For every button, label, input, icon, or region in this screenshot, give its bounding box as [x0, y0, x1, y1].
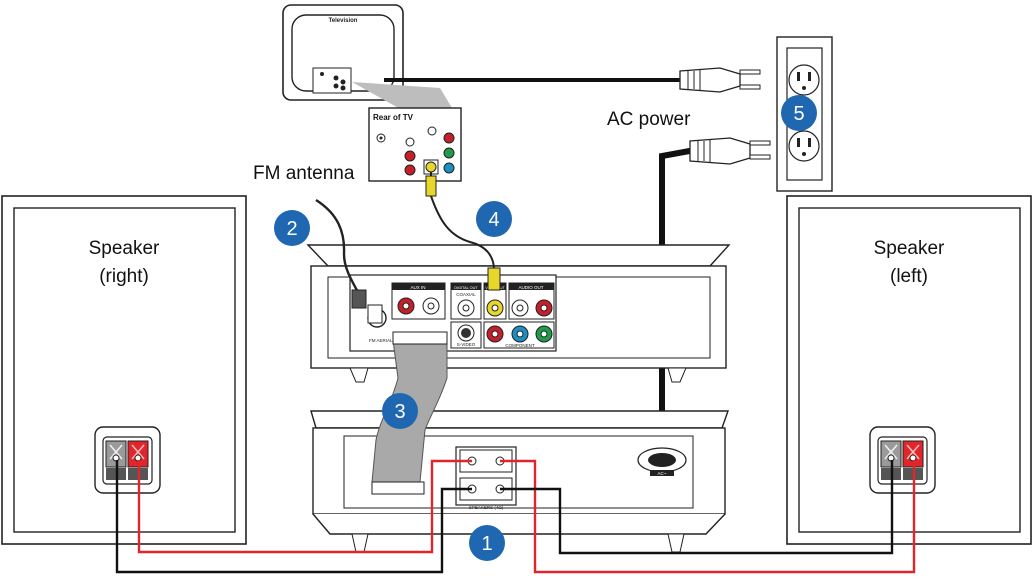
rear-of-tv-label: Rear of TV — [373, 113, 414, 122]
speaker-right-terminal — [94, 426, 161, 494]
video-cable — [425, 172, 501, 291]
tv-power-cord — [384, 67, 761, 93]
step-number-4: 4 — [488, 209, 499, 231]
step-badge-2: 2 — [274, 210, 310, 246]
dvd-unit: FM AERIAL AUX IN DIGITAL OUT COAXIAL VID… — [306, 244, 731, 383]
speaker-right: Speaker (right) — [1, 195, 247, 545]
step-number-5: 5 — [793, 103, 804, 125]
television-label: Television — [329, 18, 358, 24]
speaker-left-terminal — [869, 426, 936, 494]
fm-aerial-label: FM AERIAL — [369, 338, 393, 343]
step-badge-4: 4 — [476, 201, 512, 237]
step-number-2: 2 — [286, 218, 297, 240]
fm-antenna-label: FM antenna — [253, 163, 355, 184]
s-video-label: S-VIDEO — [457, 342, 476, 347]
aux-in-label: AUX IN — [410, 285, 425, 290]
step-badge-1: 1 — [469, 525, 505, 561]
step-badge-3: 3 — [382, 393, 418, 429]
speaker-left-label-line2: (left) — [890, 266, 928, 287]
fm-antenna-cable — [315, 198, 383, 324]
ac-socket-label: AC~ — [658, 471, 667, 476]
speaker-right-label-line2: (right) — [99, 266, 149, 287]
step-badge-5: 5 — [781, 95, 817, 131]
digital-out-label: DIGITAL OUT — [454, 286, 478, 290]
component-label: COMPONENT — [505, 343, 535, 348]
ac-power-label: AC power — [607, 109, 691, 130]
step-number-1: 1 — [481, 533, 492, 555]
audio-out-label: AUDIO OUT — [518, 285, 543, 290]
speaker-wires — [115, 459, 916, 574]
rear-of-tv-panel: Rear of TV — [368, 107, 462, 182]
speaker-left: Speaker (left) — [786, 195, 1032, 545]
speaker-left-label-line1: Speaker — [874, 238, 945, 259]
tv-rear-callout — [352, 82, 452, 110]
speaker-right-label-line1: Speaker — [89, 238, 160, 259]
step-number-3: 3 — [394, 401, 405, 423]
speakers-label: SPEAKERS (4Ω) — [469, 505, 504, 510]
coaxial-label: COAXIAL — [456, 292, 476, 297]
television: Television — [282, 4, 404, 101]
